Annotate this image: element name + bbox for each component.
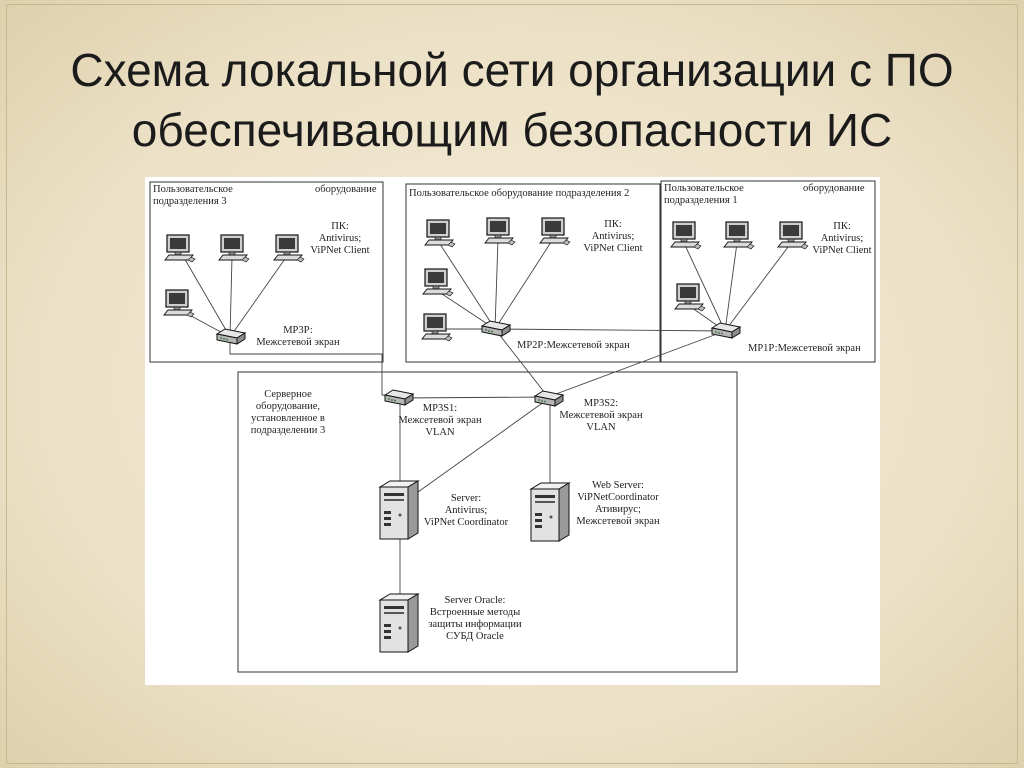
link-mp2p-mp1p (494, 328, 726, 332)
link-mp2p-mp3s2 (494, 328, 549, 398)
z3-pc-label-2: Antivirus; (319, 233, 362, 244)
pc-icon (484, 217, 516, 246)
pc-spec-labels: ПК: Antivirus; ViPNet Client ПК: Antivir… (310, 219, 871, 256)
pc-icon (164, 234, 196, 263)
mp3s1-label-2: Межсетевой экран (398, 415, 482, 426)
web-server-icon (530, 482, 570, 542)
router-mp3p-icon (216, 328, 246, 345)
router-mp3s1-icon (384, 389, 414, 406)
pc-icon (422, 268, 454, 297)
oracle-label-3: защиты информации (428, 619, 522, 630)
zone-labels: Пользовательское оборудование подразделе… (153, 183, 865, 436)
zone3-label-1: Пользовательское (153, 184, 233, 195)
network-diagram: Пользовательское оборудование подразделе… (145, 177, 880, 685)
mp3s1-label-1: МР3S1: (423, 403, 458, 414)
zone3-label-2: подразделения 3 (153, 196, 227, 207)
link-z2-pc3 (494, 238, 554, 330)
z1-pc-label-1: ПК: (833, 221, 851, 232)
link-z3-pc2 (229, 256, 233, 338)
z3-pc-label-1: ПК: (331, 221, 349, 232)
link-z1-pc1 (683, 242, 726, 332)
server-zone-label-1: Серверное (264, 389, 312, 400)
network-diagram-svg: Пользовательское оборудование подразделе… (149, 180, 876, 673)
oracle-label-1: Server Oracle: (445, 595, 506, 606)
pc-icon (539, 217, 571, 246)
router-mp2p-icon (481, 320, 511, 337)
pc-icon (670, 221, 702, 250)
link-z2-pc2 (494, 238, 499, 330)
link-mp3p-out (229, 337, 383, 362)
server-zone-border (237, 371, 738, 673)
oracle-label-4: СУБД Oracle (446, 631, 504, 642)
link-z2-pc4 (435, 289, 496, 330)
slide-frame (6, 4, 1018, 764)
server-zone-label-3: установленное в (251, 413, 325, 424)
web-server-label-3: Ативирус; (595, 504, 641, 515)
pc-icon (723, 221, 755, 250)
server-label-1: Server: (451, 493, 481, 504)
server-labels: Server: Antivirus; ViPNet Coordinator We… (424, 480, 660, 642)
link-z1-pc3 (724, 242, 792, 332)
web-server-label-2: ViPNetCoordinator (577, 492, 659, 503)
router-mp1p-icon (711, 322, 741, 339)
z1-pc-label-2: Antivirus; (821, 233, 864, 244)
z3-pc-label-3: ViPNet Client (310, 245, 369, 256)
slide-title: Схема локальной сети организации с ПО об… (0, 40, 1024, 160)
mp3s2-label-2: Межсетевой экран (559, 410, 643, 421)
title-line-2: обеспечивающим безопасности ИС (131, 104, 893, 156)
pc-icon (777, 221, 809, 250)
zone-borders (149, 180, 876, 673)
oracle-label-2: Встроенные методы (430, 607, 520, 618)
link-z2-pc1 (437, 240, 496, 330)
zone-1-border (660, 180, 876, 363)
pc-icon (163, 289, 195, 318)
router-labels: МР3Р: Межсетевой экран МР2Р:Межсетевой э… (256, 325, 861, 438)
z1-pc-label-3: ViPNet Client (812, 245, 871, 256)
link-z3-pc3 (229, 255, 288, 338)
server-label-2: Antivirus; (445, 505, 488, 516)
pc-icon (424, 219, 456, 248)
mp3s1-label-3: VLAN (425, 427, 455, 438)
server-zone-label-4: подразделении 3 (251, 425, 325, 436)
zone2-label: Пользовательское оборудование подразделе… (409, 188, 629, 199)
mp3s2-label-3: VLAN (586, 422, 616, 433)
mp3s2-label-1: МР3S2: (584, 398, 619, 409)
link-z1-pc2 (724, 242, 738, 332)
zone3-label-1b: оборудование (315, 184, 377, 195)
z2-pc-label-3: ViPNet Client (583, 243, 642, 254)
link-mp3s1-mp3s2 (397, 396, 549, 399)
link-mp3s2-server (410, 398, 549, 498)
mp3p-label-1: МР3Р: (283, 325, 313, 336)
z2-pc-label-1: ПК: (604, 219, 622, 230)
web-server-label-1: Web Server: (592, 480, 644, 491)
zone-2-border (405, 183, 661, 363)
mp1p-label: МР1Р:Межсетевой экран (748, 343, 861, 354)
z2-pc-label-2: Antivirus; (592, 231, 635, 242)
pc-icon (674, 283, 706, 312)
zone1-label-1: Пользовательское (664, 183, 744, 194)
zone-3-border (149, 181, 384, 363)
zone1-label-1b: оборудование (803, 183, 865, 194)
mp2p-label: МР2Р:Межсетевой экран (517, 340, 630, 351)
pc-icon (421, 313, 453, 342)
link-z3-pc1 (182, 255, 231, 338)
oracle-server-icon (379, 593, 419, 653)
link-mp1p-mp3s2 (547, 330, 726, 398)
web-server-label-4: Межсетевой экран (576, 516, 660, 527)
server-label-3: ViPNet Coordinator (424, 517, 509, 528)
pc-icon (273, 234, 305, 263)
zone1-label-2: подразделения 1 (664, 195, 738, 206)
mp3p-label-2: Межсетевой экран (256, 337, 340, 348)
server-icon (379, 480, 419, 540)
title-line-1: Схема локальной сети организации с ПО (70, 44, 954, 96)
pc-icon (218, 234, 250, 263)
server-zone-label-2: оборудование, (256, 401, 320, 412)
